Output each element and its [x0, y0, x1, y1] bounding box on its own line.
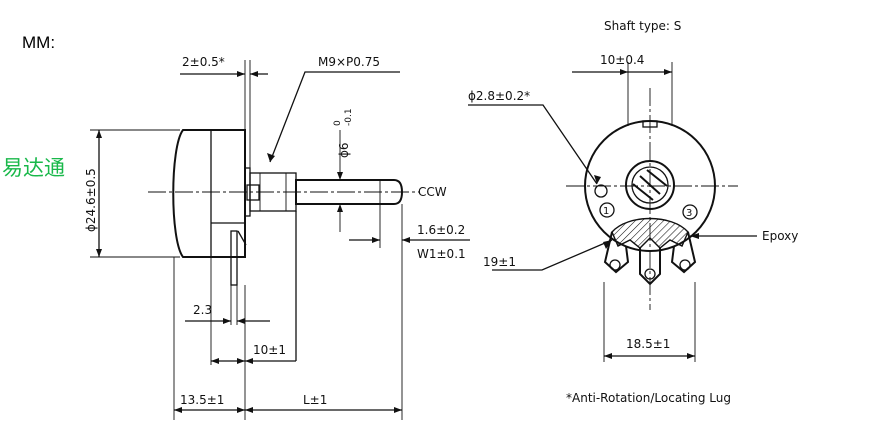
- side-view: 2±0.5* M9×P0.75 ϕ6 0 -0.1 ϕ24.6±0.5 CCW …: [84, 55, 470, 420]
- epoxy-label: Epoxy: [762, 229, 798, 243]
- dim-mount-thickness: 2±0.5*: [182, 55, 225, 69]
- terminal-number-1: 1: [603, 206, 609, 217]
- dim-shaft-length: L±1: [303, 393, 327, 407]
- pot-body: [172, 129, 246, 258]
- dim-thread: M9×P0.75: [318, 55, 380, 69]
- terminal-left: [603, 231, 630, 274]
- bushing-circle: [625, 160, 675, 210]
- footnote: *Anti-Rotation/Locating Lug: [566, 391, 731, 405]
- dim-shaft-dia-tol-lower: -0.1: [344, 108, 354, 126]
- lug-leader: [468, 104, 598, 185]
- shaft-slot: [632, 169, 668, 201]
- shaft: [295, 179, 404, 205]
- thread-leader: [269, 71, 400, 163]
- dim-shaft-dia-tol-upper: 0: [333, 120, 343, 126]
- units-label: MM:: [22, 33, 56, 52]
- shaft-circle: [631, 166, 669, 204]
- dim-lug-dia: ϕ2.8±0.2*: [468, 89, 530, 103]
- dim-slot-width: 10±0.4: [600, 53, 644, 67]
- anti-rotation-lug: [246, 184, 260, 201]
- terminal-height-leader: [492, 239, 613, 271]
- dim-terminal-offset: 2.3: [193, 303, 212, 317]
- terminal-pin: [230, 230, 238, 286]
- locating-lug-hole: [594, 184, 608, 198]
- dim-body-dia: ϕ24.6±0.5: [84, 168, 98, 232]
- dim-terminal-height: 19±1: [483, 255, 516, 269]
- dim-shaft-dia-value: ϕ6: [337, 142, 351, 158]
- top-tab: [642, 120, 658, 128]
- terminal-bracket: [211, 222, 247, 246]
- terminal-right: [670, 231, 697, 274]
- terminal-number-3: 3: [686, 208, 692, 219]
- dim-terminal-pitch: 18.5±1: [626, 337, 670, 351]
- watermark-text: 易达通: [2, 156, 65, 180]
- terminal-marker-1: [599, 202, 615, 218]
- shaft-type-label: Shaft type: S: [604, 19, 681, 33]
- terminal-marker-3: [682, 204, 698, 220]
- dim-flat-width: W1±0.1: [417, 247, 466, 261]
- dim-bushing-length: 10±1: [253, 343, 286, 357]
- dim-flat-depth: 1.6±0.2: [417, 223, 465, 237]
- epoxy-region: [611, 217, 689, 249]
- dim-body-length: 13.5±1: [180, 393, 224, 407]
- front-view: Shaft type: S 1 3: [468, 19, 798, 362]
- terminal-middle: [639, 248, 661, 286]
- label-ccw: CCW: [418, 185, 447, 199]
